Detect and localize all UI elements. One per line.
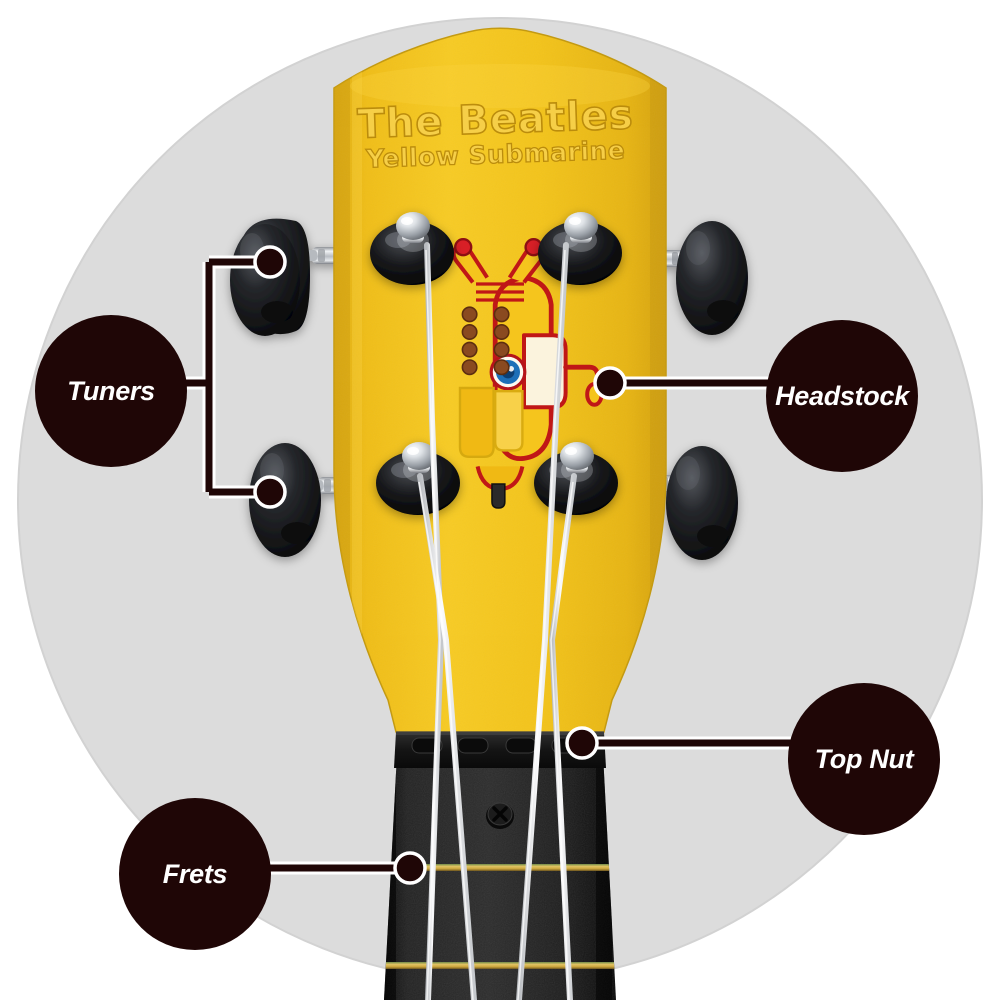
callout-tuners-label: Tuners [67,375,155,406]
peg-upper-left [370,212,454,285]
callout-headstock[interactable]: Headstock [766,320,918,472]
peg-upper-right [538,212,622,285]
strings [417,242,577,1000]
fretboard-screw [486,802,514,829]
yellow-submarine-decal [451,237,604,509]
callout-dot-top-nut [565,726,599,760]
peg-lower-left [376,442,460,515]
callout-headstock-label: Headstock [775,380,909,411]
frets [384,864,616,969]
callout-frets-label: Frets [162,858,228,889]
callout-dot-tuner-upper [253,245,287,279]
callout-tuners[interactable]: Tuners [35,315,187,467]
callout-top-nut[interactable]: Top Nut [788,683,940,835]
callout-dot-frets [393,851,427,885]
string-highlights [418,249,574,1000]
callout-frets[interactable]: Frets [119,798,271,950]
callout-dot-headstock [593,366,627,400]
svg-text:The Beatles: The Beatles [357,92,635,148]
callout-top-nut-label: Top Nut [814,743,914,774]
callout-dot-tuner-lower [253,475,287,509]
tuner-upper-right [650,221,748,335]
